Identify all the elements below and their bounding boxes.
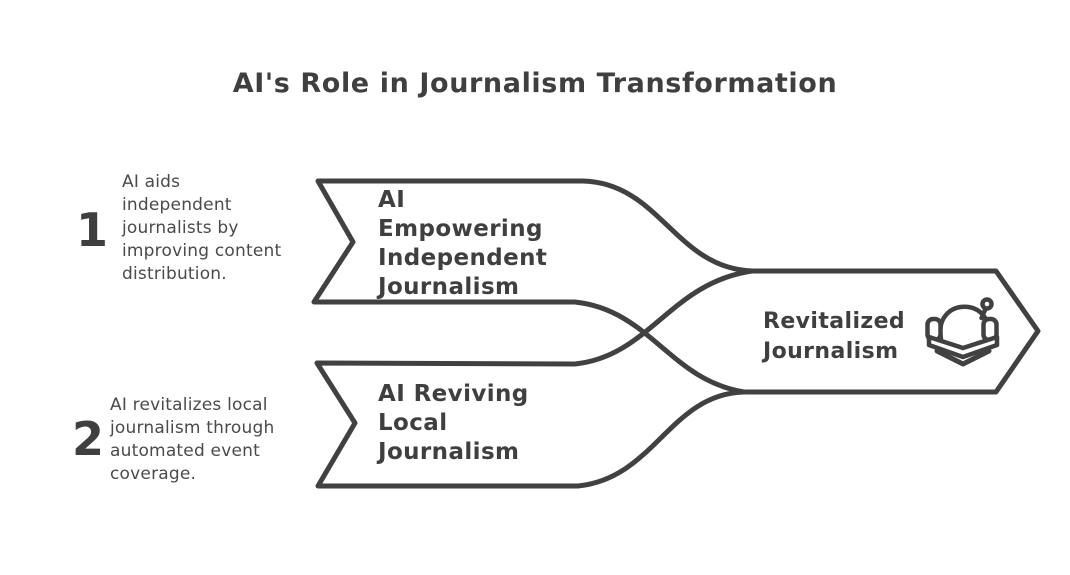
headset-open-book-icon xyxy=(925,297,1000,367)
step-1-description: AI aids independent journalists by impro… xyxy=(122,172,282,284)
step-2-number: 2 xyxy=(72,412,105,466)
step-1-number: 1 xyxy=(76,203,109,257)
banner-1-label: AI Empowering Independent Journalism xyxy=(378,187,548,300)
result-label: Revitalized Journalism xyxy=(763,309,906,364)
banner-2-fill xyxy=(317,271,1038,486)
diagram-title: AI's Role in Journalism Transformation xyxy=(232,68,838,99)
banner-2-label: AI Reviving Local Journalism xyxy=(378,381,529,465)
banner-1-outline xyxy=(311,178,1041,395)
step-2-description: AI revitalizes local journalism through … xyxy=(110,395,275,484)
banner-2-outline xyxy=(314,268,755,489)
